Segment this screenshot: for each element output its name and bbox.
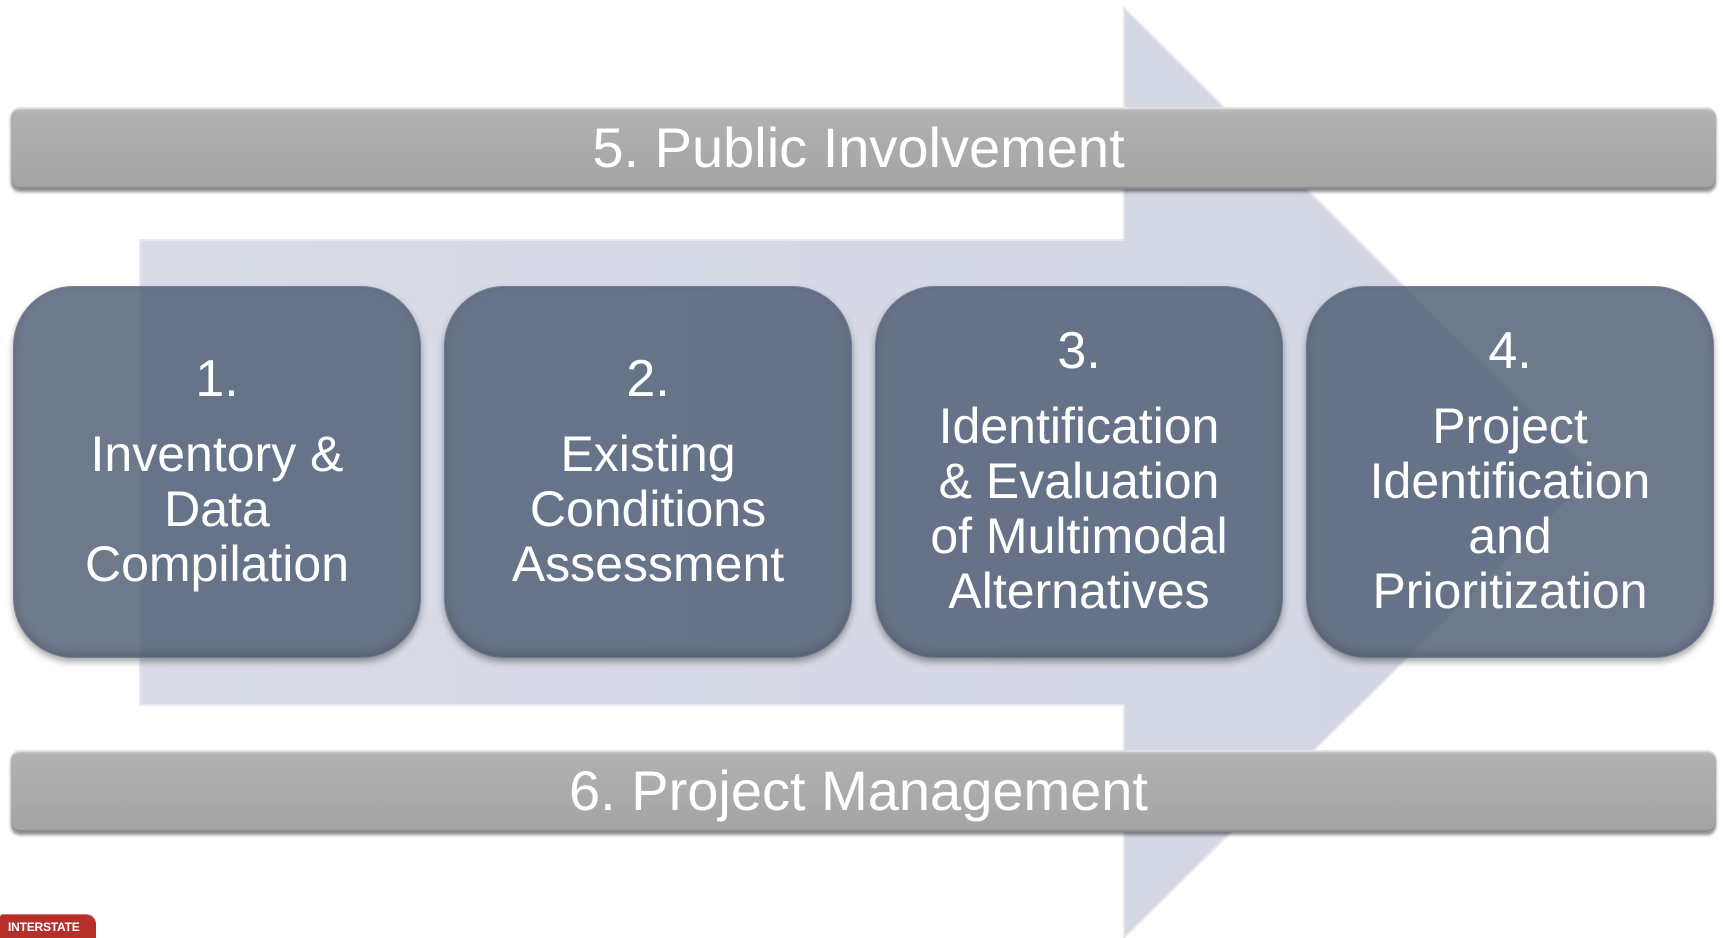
- interstate-logo: INTERSTATE: [0, 914, 96, 938]
- step-box-inventory: 1. Inventory & Data Compilation: [13, 286, 421, 658]
- step-title-line: Data: [164, 480, 270, 537]
- step-box-existing-conditions: 2. Existing Conditions Assessment: [444, 286, 852, 658]
- step-title: Inventory & Data Compilation: [84, 425, 349, 592]
- step-title-line: of Multimodal: [930, 508, 1228, 564]
- step-title: Project Identification and Prioritizatio…: [1370, 399, 1651, 619]
- step-title: Identification & Evaluation of Multimoda…: [930, 399, 1227, 619]
- step-title-line: Compilation: [84, 535, 349, 592]
- step-title-line: Assessment: [511, 535, 785, 592]
- step-title-line: & Evaluation: [938, 453, 1220, 509]
- step-title-line: Alternatives: [948, 563, 1210, 619]
- step-number: 1.: [195, 349, 239, 408]
- project-management-banner: 6. Project Management: [11, 750, 1716, 832]
- step-number: 3.: [1057, 322, 1101, 380]
- step-title-line: Conditions: [529, 480, 767, 537]
- public-involvement-label: 5. Public Involvement: [592, 116, 1125, 179]
- step-title-line: Identification: [938, 398, 1220, 454]
- step-number: 4.: [1488, 322, 1532, 380]
- step-title-line: Prioritization: [1372, 563, 1648, 619]
- step-number: 2.: [626, 349, 670, 408]
- step-title-line: and: [1468, 508, 1552, 564]
- step-title-line: Project: [1432, 398, 1588, 454]
- step-box-alternatives: 3. Identification & Evaluation of Multim…: [875, 286, 1283, 658]
- public-involvement-banner: 5. Public Involvement: [11, 107, 1716, 189]
- step-title-line: Inventory &: [90, 425, 344, 482]
- step-title: Existing Conditions Assessment: [511, 425, 785, 592]
- project-management-label: 6. Project Management: [569, 759, 1148, 822]
- step-box-prioritization: 4. Project Identification and Prioritiza…: [1306, 286, 1714, 658]
- step-title-line: Identification: [1369, 453, 1651, 509]
- step-title-line: Existing: [560, 425, 736, 482]
- interstate-logo-text: INTERSTATE: [8, 920, 80, 934]
